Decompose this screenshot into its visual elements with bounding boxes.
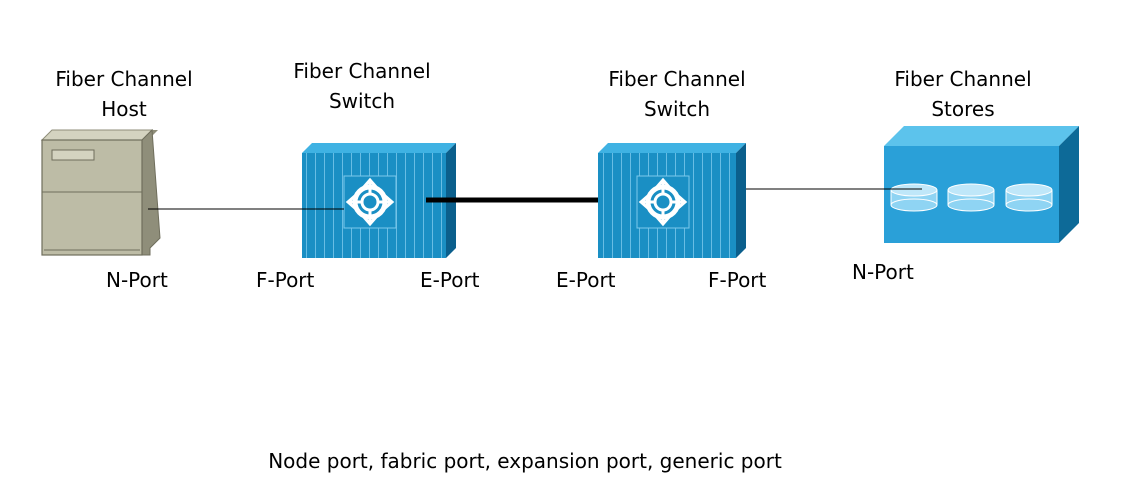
host-port-label: N-Port (106, 268, 168, 292)
switch1-left-port-label: F-Port (256, 268, 315, 292)
storage-title-line2: Stores (931, 97, 995, 121)
host-title-line2: Host (101, 97, 147, 121)
storage-port-label: N-Port (852, 260, 914, 284)
host-title: Fiber Channel Host (24, 64, 224, 124)
disk-icon (890, 183, 938, 212)
switch1-title-line2: Switch (328, 89, 396, 113)
switch1-title: Fiber Channel Switch (262, 56, 462, 116)
storage-title-line1: Fiber Channel (894, 67, 1032, 91)
host-server-icon (40, 128, 161, 256)
switch2-icon (598, 143, 746, 258)
disk-icon (1005, 183, 1053, 212)
disk-icon (947, 183, 995, 212)
switch2-title-line1: Fiber Channel (608, 67, 746, 91)
switch1-title-line1: Fiber Channel (293, 59, 431, 83)
host-title-line1: Fiber Channel (55, 67, 193, 91)
switch2-title-line2: Switch (643, 97, 711, 121)
switch2-right-port-label: F-Port (708, 268, 767, 292)
switch2-left-port-label: E-Port (556, 268, 616, 292)
diagram-caption: Node port, fabric port, expansion port, … (268, 449, 782, 473)
switch1-icon (302, 143, 456, 258)
storage-array-icon (884, 126, 1079, 243)
switch2-title: Fiber Channel Switch (577, 64, 777, 124)
switch1-right-port-label: E-Port (420, 268, 480, 292)
storage-title: Fiber Channel Stores (863, 64, 1063, 124)
